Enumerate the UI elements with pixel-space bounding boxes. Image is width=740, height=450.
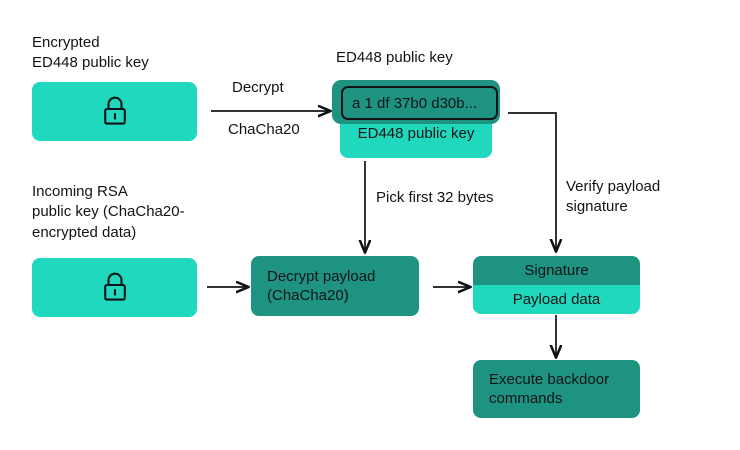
edge-label-pick-first-32-bytes: Pick first 32 bytes (376, 189, 494, 206)
execute-backdoor-label: Execute backdoor commands (489, 370, 610, 408)
node-encrypted-ed448-key-box[interactable] (32, 82, 197, 141)
payload-stack-payload-data-row: Payload data (473, 285, 640, 314)
label-incoming-rsa-public-key: Incoming RSA public key (ChaCha20- encry… (32, 183, 185, 241)
padlock-icon (32, 269, 197, 307)
edge-label-verify-payload-signature: Verify payload signature (566, 178, 661, 216)
edge-label-decrypt: Decrypt (232, 79, 284, 96)
edge-label-chacha20: ChaCha20 (228, 121, 300, 138)
node-decrypt-payload-box[interactable]: Decrypt payload (ChaCha20) (251, 256, 419, 316)
label-ed448-public-key-title: ED448 public key (336, 49, 453, 66)
edge-verify-payload-signature (508, 112, 556, 251)
decrypt-payload-label: Decrypt payload (ChaCha20) (267, 267, 376, 305)
padlock-icon (32, 93, 197, 131)
node-payload-stack[interactable]: Signature Payload data (473, 256, 640, 314)
label-encrypted-ed448-public-key: Encrypted ED448 public key (32, 34, 149, 72)
node-execute-backdoor-box[interactable]: Execute backdoor commands (473, 360, 640, 418)
node-ed448-key-box[interactable]: ED448 public key a 1 df 37b0 d30b... (332, 80, 508, 160)
payload-stack-signature-row: Signature (473, 256, 640, 285)
node-incoming-rsa-key-box[interactable] (32, 258, 197, 317)
ed448-key-hex-value: a 1 df 37b0 d30b... (341, 86, 498, 120)
